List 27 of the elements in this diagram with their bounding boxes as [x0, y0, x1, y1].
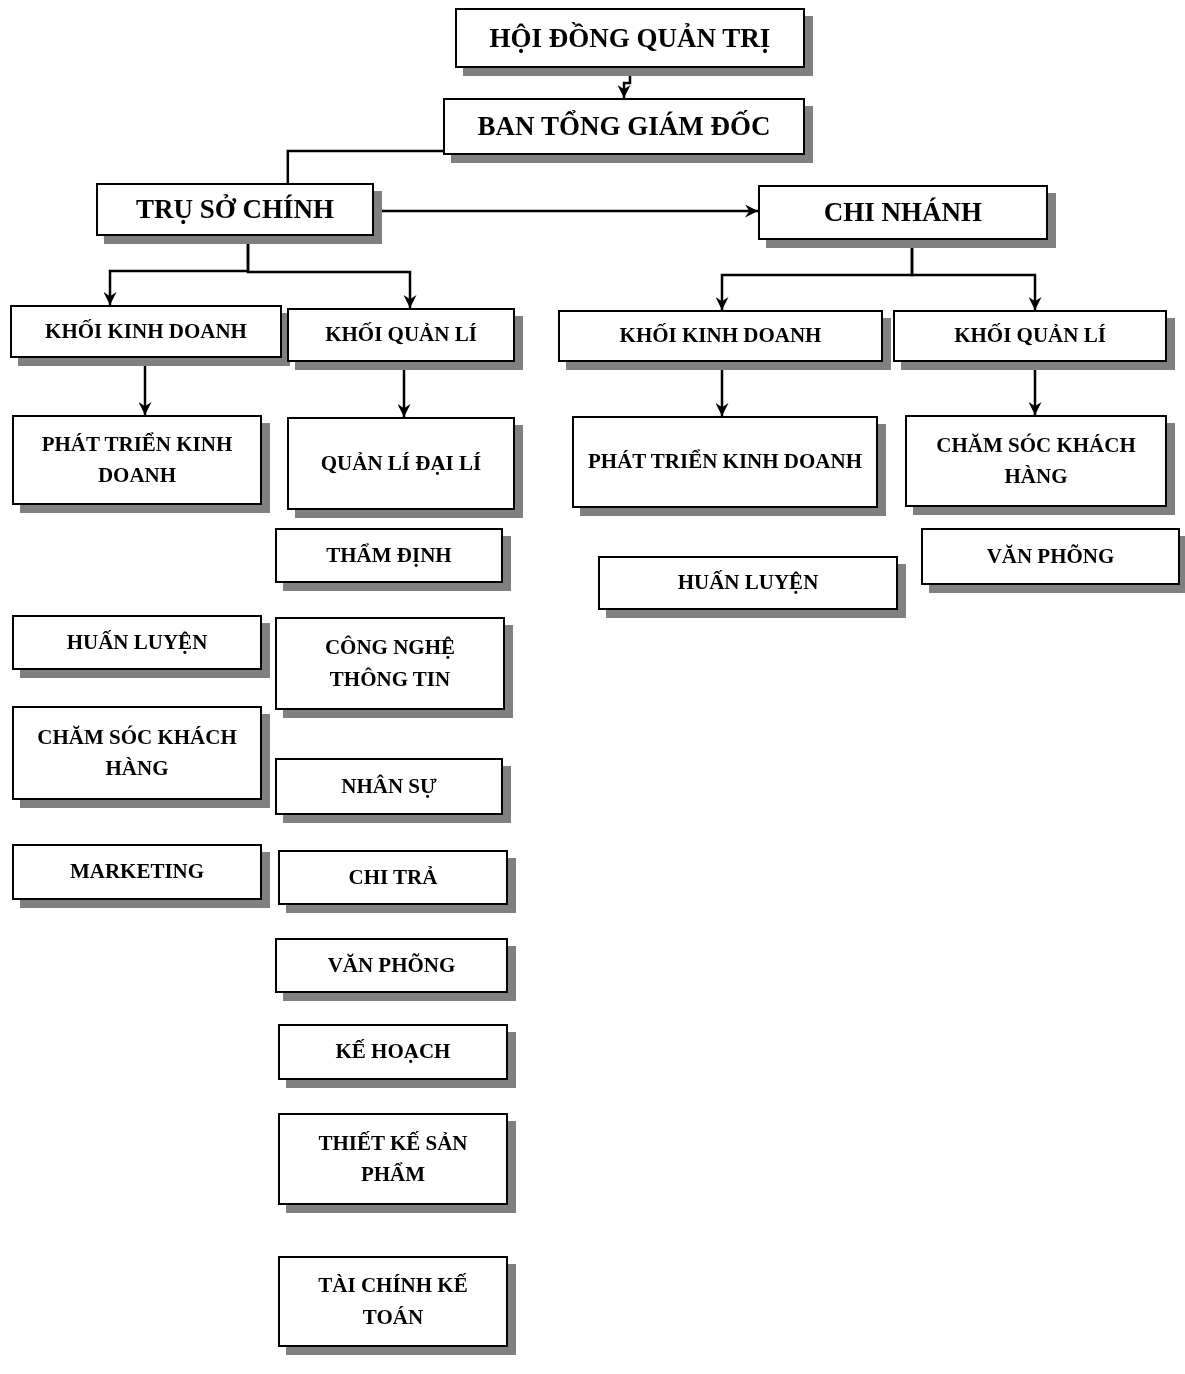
unit-label: CHI NHÁNH	[823, 196, 983, 230]
unit-label: THIẾT KẾ SẢN PHẨM	[317, 1129, 469, 1188]
unit-label: HUẤN LUYỆN	[677, 569, 819, 597]
arrow	[382, 204, 758, 218]
unit-label: KHỐI KINH DOANH	[619, 322, 822, 350]
unit-label: VĂN PHÕNG	[986, 542, 1115, 570]
unit-label: CHI TRẢ	[348, 863, 438, 891]
unit-label: CHĂM SÓC KHÁCH HÀNG	[935, 431, 1137, 490]
unit-label: CHĂM SÓC KHÁCH HÀNG	[36, 723, 238, 782]
unit-label: PHÁT TRIỂN KINH DOANH	[40, 430, 234, 489]
unit-label: BAN TỔNG GIÁM ĐỐC	[477, 109, 771, 144]
unit-label: HỘI ĐỒNG QUẢN TRỊ	[489, 21, 771, 55]
unit-label: KHỐI KINH DOANH	[45, 317, 247, 345]
unit-label: TÀI CHÍNH KẾ TOÁN	[317, 1272, 469, 1331]
unit-label: CÔNG NGHỆ THÔNG TIN	[323, 634, 457, 693]
unit-label: KẾ HOẠCH	[335, 1038, 451, 1066]
connector-line	[286, 149, 443, 183]
unit-label: QUẢN LÍ ĐẠI LÍ	[320, 449, 482, 477]
unit-label: VĂN PHÕNG	[327, 951, 456, 979]
unit-label: KHỐI QUẢN LÍ	[325, 321, 477, 349]
unit-label: THẨM ĐỊNH	[326, 541, 452, 569]
unit-label: MARKETING	[69, 858, 205, 886]
unit-label: NHÂN SỰ	[341, 772, 437, 800]
unit-label: TRỤ SỞ CHÍNH	[136, 193, 334, 227]
unit-label: HUẤN LUYỆN	[66, 628, 208, 656]
unit-label: PHÁT TRIỂN KINH DOANH	[588, 448, 862, 476]
unit-label: KHỐI QUẢN LÍ	[954, 322, 1106, 350]
